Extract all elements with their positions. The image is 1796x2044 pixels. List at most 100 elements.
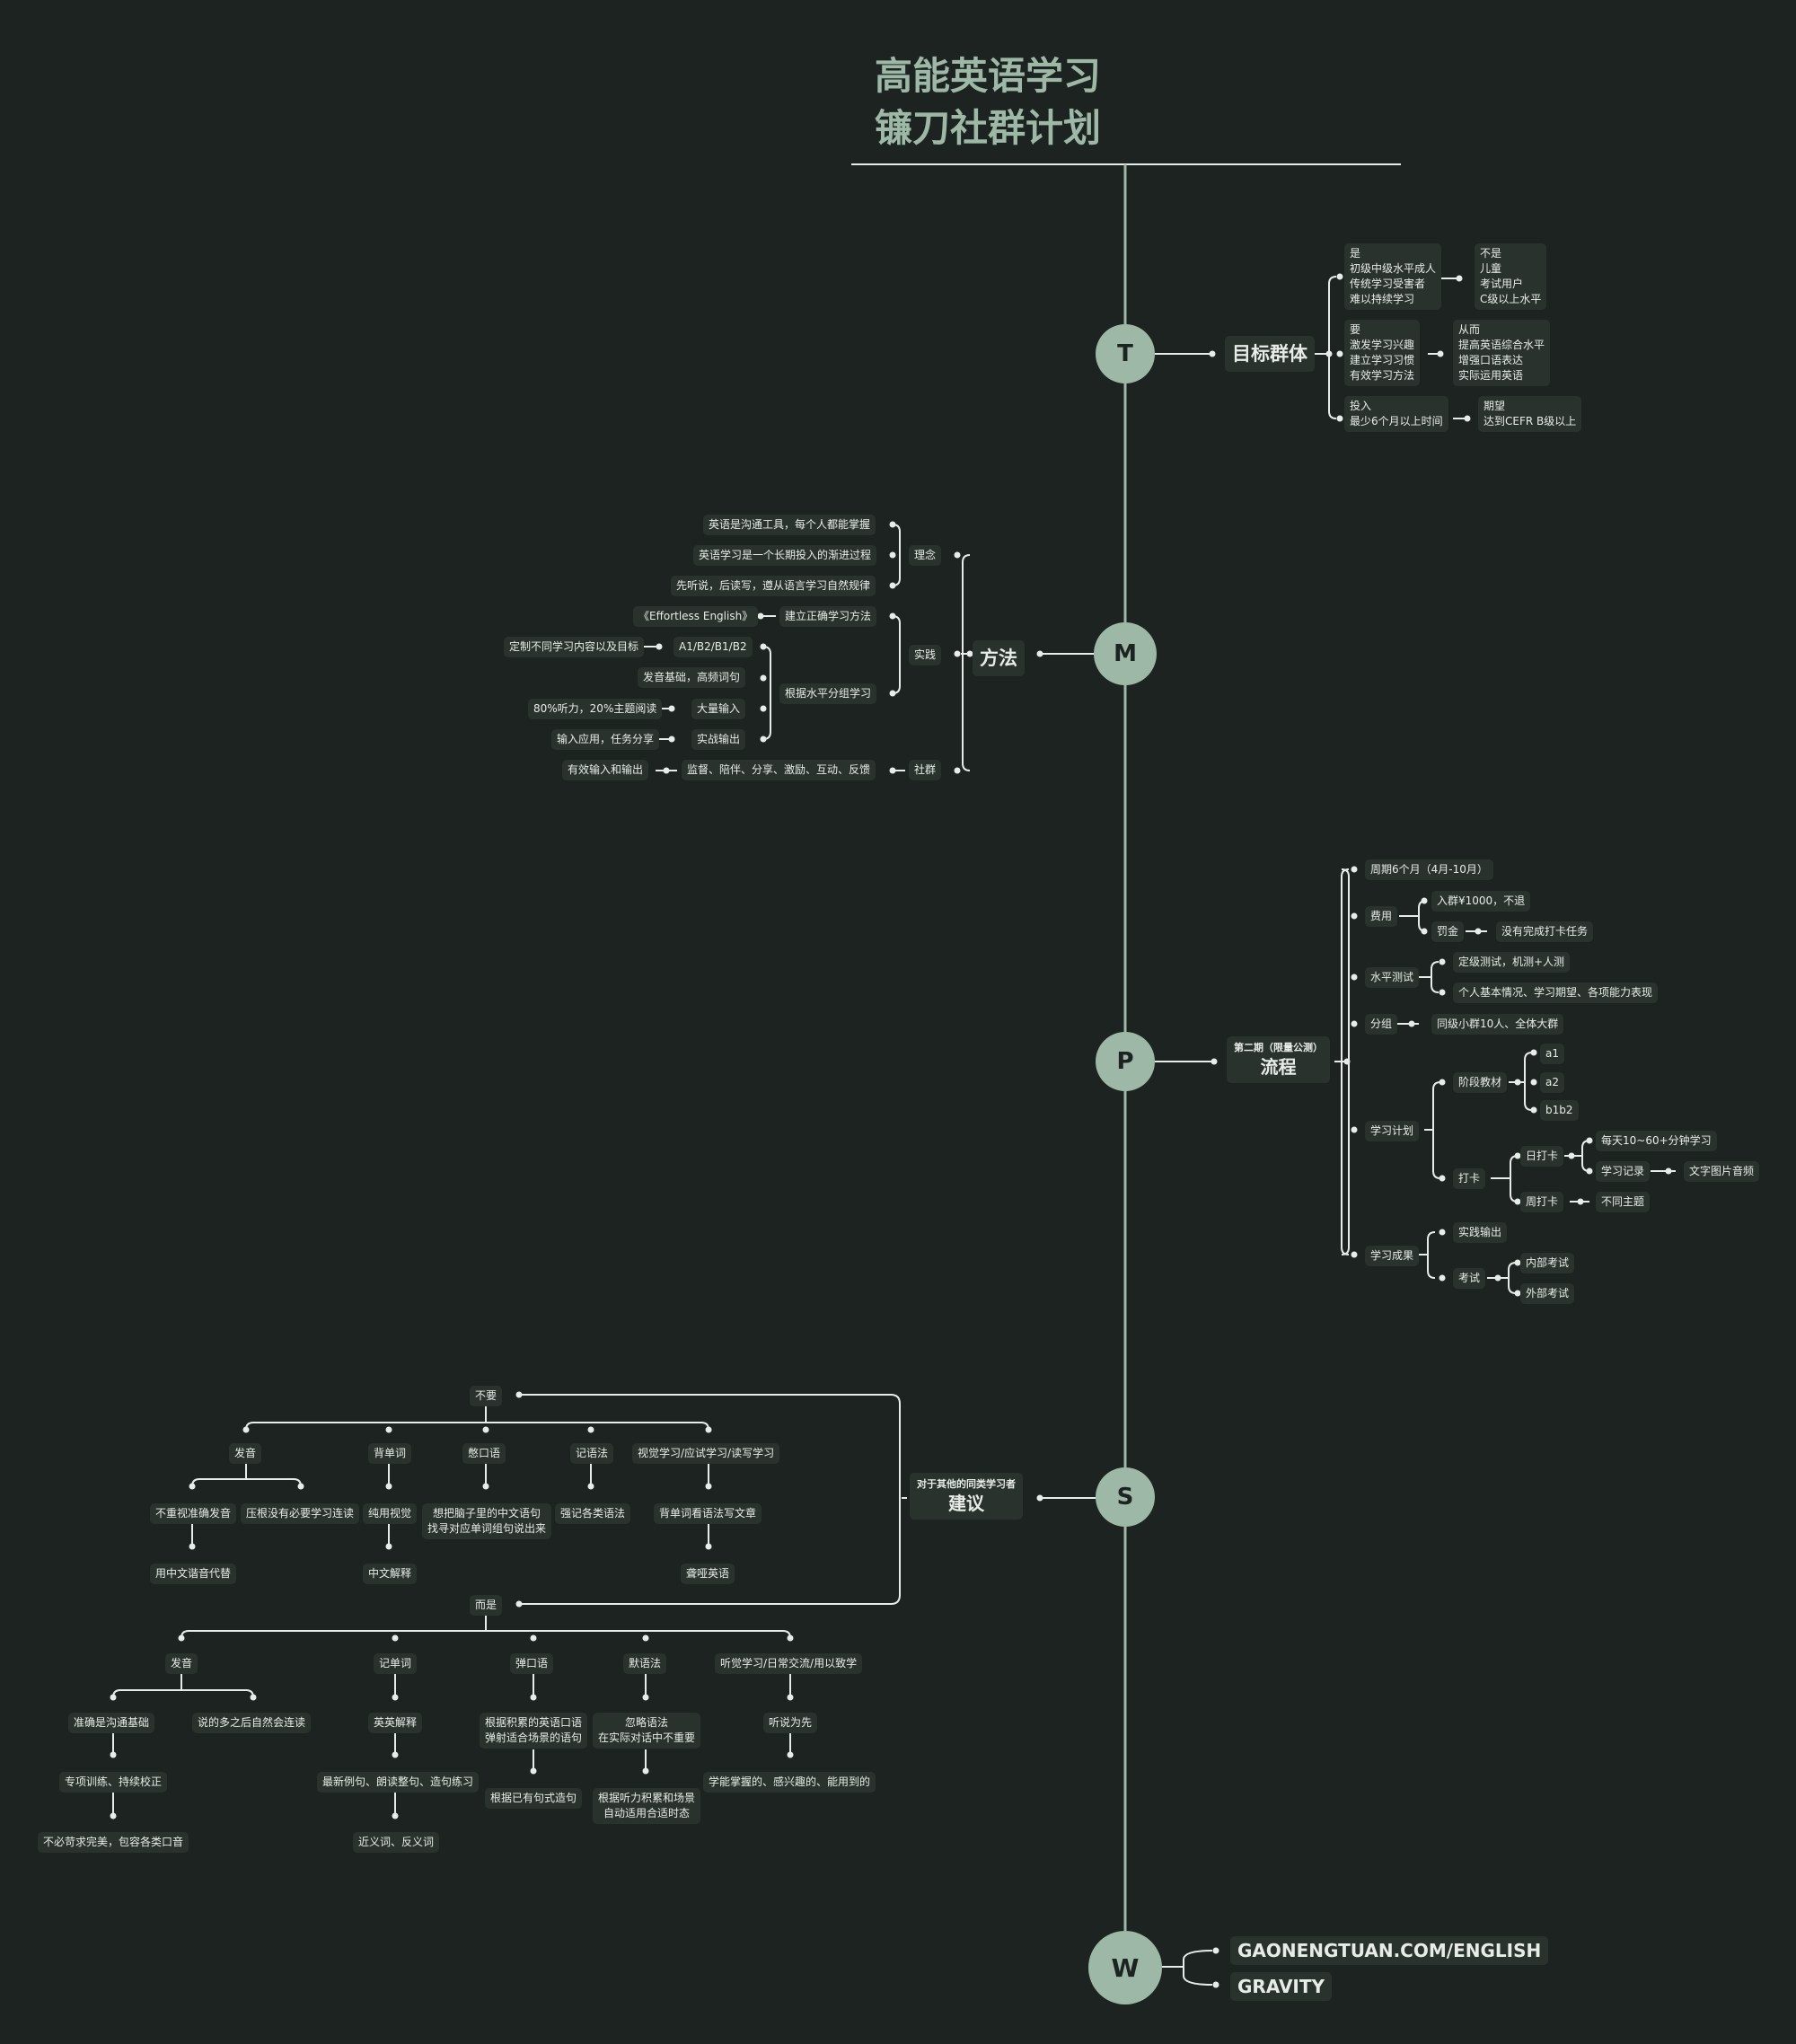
method-philosophy-node[interactable]: 理念 <box>909 545 942 566</box>
target-expect-node[interactable]: 期望 达到CEFR B级以上 <box>1478 396 1582 432</box>
dont-cat-pron[interactable]: 发音 <box>229 1443 262 1464</box>
record-node[interactable]: 学习记录 <box>1596 1161 1651 1182</box>
connector-dot <box>760 643 767 650</box>
connector-dot <box>760 674 767 682</box>
dont-grammar-detail[interactable]: 强记各类语法 <box>555 1503 631 1524</box>
but-listen-2[interactable]: 学能掌握的、感兴趣的、能用到的 <box>703 1772 876 1793</box>
period-node[interactable]: 周期6个月（4月-10月） <box>1365 859 1493 880</box>
philosophy-item-1[interactable]: 英语是沟通工具，每个人都能掌握 <box>703 515 876 535</box>
dont-speak-detail[interactable]: 想把脑子里的中文语句 找寻对应单词组句说出来 <box>422 1503 552 1539</box>
record-detail-node[interactable]: 文字图片音频 <box>1684 1161 1760 1182</box>
dont-cat-speak[interactable]: 憋口语 <box>462 1443 506 1464</box>
dont-pron-1b[interactable]: 用中文谐音代替 <box>150 1564 237 1584</box>
weekly-checkin-node[interactable]: 周打卡 <box>1520 1192 1564 1212</box>
but-pron-3[interactable]: 专项训练、持续校正 <box>59 1772 168 1793</box>
but-listen-1[interactable]: 听说为先 <box>763 1713 818 1733</box>
fee-node[interactable]: 费用 <box>1365 906 1398 927</box>
but-words-1[interactable]: 英英解释 <box>368 1713 423 1733</box>
but-cat-grammar[interactable]: 默语法 <box>623 1653 667 1674</box>
but-pron-4[interactable]: 不必苛求完美，包容各类口音 <box>38 1832 189 1853</box>
target-invest-node[interactable]: 投入 最少6个月以上时间 <box>1344 396 1448 432</box>
grouping-node[interactable]: 分组 <box>1365 1014 1398 1035</box>
levels-goal-node[interactable]: 定制不同学习内容以及目标 <box>504 637 645 657</box>
but-words-2[interactable]: 最新例句、朗读整句、造句练习 <box>317 1772 480 1793</box>
output-detail-node[interactable]: 输入应用，任务分享 <box>551 729 660 750</box>
method-community-node[interactable]: 社群 <box>909 760 942 780</box>
but-words-3[interactable]: 近义词、反义词 <box>353 1832 440 1853</box>
book-node[interactable]: 《Effortless English》 <box>633 606 759 627</box>
suggest-node[interactable]: 对于其他的同类学习者 建议 <box>910 1473 1023 1520</box>
but-speak-1[interactable]: 根据积累的英语口语 弹射适合场景的语句 <box>480 1713 588 1749</box>
checkin-node[interactable]: 打卡 <box>1453 1168 1486 1189</box>
spine-node-t[interactable]: T <box>1096 324 1155 383</box>
brand-link[interactable]: GRAVITY <box>1230 1972 1332 2001</box>
exam-external-node[interactable]: 外部考试 <box>1520 1283 1575 1304</box>
but-pron-2[interactable]: 说的多之后自然会连读 <box>192 1713 312 1733</box>
method-practice-node[interactable]: 实践 <box>909 645 942 665</box>
daily-1-node[interactable]: 每天10~60+分钟学习 <box>1596 1131 1717 1151</box>
but-cat-listen[interactable]: 听觉学习/日常交流/用以致学 <box>715 1653 863 1674</box>
mass-input-detail-node[interactable]: 80%听力，20%主题阅读 <box>528 699 663 719</box>
dont-visual-1[interactable]: 背单词看语法写文章 <box>654 1503 762 1524</box>
textbook-a2[interactable]: a2 <box>1540 1072 1564 1093</box>
dont-cat-words[interactable]: 背单词 <box>368 1443 412 1464</box>
correct-method-node[interactable]: 建立正确学习方法 <box>779 606 877 627</box>
dont-pron-1[interactable]: 不重视准确发音 <box>150 1503 237 1524</box>
target-need-node[interactable]: 要 激发学习兴趣 建立学习习惯 有效学习方法 <box>1344 320 1421 386</box>
basics-node[interactable]: 发音基础，高频词句 <box>638 667 746 688</box>
target-group-node[interactable]: 目标群体 <box>1225 336 1315 372</box>
practice-output-node[interactable]: 实践输出 <box>1453 1222 1508 1243</box>
level-group-node[interactable]: 根据水平分组学习 <box>779 683 877 704</box>
textbook-b1b2[interactable]: b1b2 <box>1540 1100 1579 1121</box>
textbook-node[interactable]: 阶段教材 <box>1453 1072 1508 1093</box>
website-url-link[interactable]: GAONENGTUAN.COM/ENGLISH <box>1230 1936 1549 1965</box>
dont-node[interactable]: 不要 <box>470 1386 503 1406</box>
community-items-node[interactable]: 监督、陪伴、分享、激励、互动、反馈 <box>682 760 876 780</box>
connector-dot <box>642 1694 649 1701</box>
method-node[interactable]: 方法 <box>973 640 1025 676</box>
spine-node-m[interactable]: M <box>1094 622 1157 685</box>
fee-join-node[interactable]: 入群¥1000，不退 <box>1431 891 1531 912</box>
philosophy-item-2[interactable]: 英语学习是一个长期投入的渐进过程 <box>693 545 877 566</box>
target-is-not-node[interactable]: 不是 儿童 考试用户 C级以上水平 <box>1475 243 1547 310</box>
weekly-detail-node[interactable]: 不同主题 <box>1596 1192 1651 1212</box>
dont-words-2[interactable]: 中文解释 <box>363 1564 418 1584</box>
spine-node-w[interactable]: W <box>1088 1931 1162 2004</box>
levels-node[interactable]: A1/B2/B1/B2 <box>674 637 753 657</box>
dont-words-1[interactable]: 纯用视觉 <box>363 1503 418 1524</box>
spine-node-s[interactable]: S <box>1096 1467 1155 1527</box>
but-grammar-1[interactable]: 忽略语法 在实际对话中不重要 <box>593 1713 701 1749</box>
mass-input-node[interactable]: 大量输入 <box>691 699 746 719</box>
but-speak-2[interactable]: 根据已有句式造句 <box>485 1788 583 1809</box>
level-test-node[interactable]: 水平测试 <box>1365 967 1420 988</box>
plan-node[interactable]: 学习计划 <box>1365 1121 1420 1141</box>
grouping-detail-node[interactable]: 同级小群10人、全体大群 <box>1431 1014 1564 1035</box>
results-node[interactable]: 学习成果 <box>1365 1246 1420 1266</box>
but-node[interactable]: 而是 <box>470 1595 503 1616</box>
but-cat-speak[interactable]: 弹口语 <box>510 1653 554 1674</box>
output-node[interactable]: 实战输出 <box>691 729 746 750</box>
test-2-node[interactable]: 个人基本情况、学习期望、各项能力表现 <box>1453 982 1659 1003</box>
dont-cat-visual[interactable]: 视觉学习/应试学习/读写学习 <box>632 1443 780 1464</box>
but-cat-words[interactable]: 记单词 <box>374 1653 418 1674</box>
test-1-node[interactable]: 定级测试，机测+人测 <box>1453 952 1571 973</box>
community-goal-node[interactable]: 有效输入和输出 <box>562 760 649 780</box>
process-label-big: 流程 <box>1260 1056 1297 1078</box>
fine-detail-node[interactable]: 没有完成打卡任务 <box>1496 921 1594 942</box>
exam-node[interactable]: 考试 <box>1453 1268 1486 1289</box>
target-is-node[interactable]: 是 初级中级水平成人 传统学习受害者 难以持续学习 <box>1344 243 1442 310</box>
but-pron-1[interactable]: 准确是沟通基础 <box>68 1713 155 1733</box>
dont-visual-2[interactable]: 聋哑英语 <box>681 1564 735 1584</box>
textbook-a1[interactable]: a1 <box>1540 1044 1564 1064</box>
daily-checkin-node[interactable]: 日打卡 <box>1520 1146 1564 1167</box>
dont-pron-2[interactable]: 压根没有必要学习连读 <box>241 1503 360 1524</box>
but-cat-pron[interactable]: 发音 <box>165 1653 198 1674</box>
fine-node[interactable]: 罚金 <box>1431 921 1465 942</box>
philosophy-item-3[interactable]: 先听说，后读写，遵从语言学习自然规律 <box>671 576 876 596</box>
spine-node-p[interactable]: P <box>1096 1032 1155 1091</box>
target-thus-node[interactable]: 从而 提高英语综合水平 增强口语表达 实际运用英语 <box>1453 320 1551 386</box>
but-grammar-2[interactable]: 根据听力积累和场景 自动适用合适时态 <box>593 1788 701 1824</box>
process-node[interactable]: 第二期（限量公测） 流程 <box>1227 1036 1330 1083</box>
dont-cat-grammar[interactable]: 记语法 <box>570 1443 614 1464</box>
exam-internal-node[interactable]: 内部考试 <box>1520 1253 1575 1273</box>
